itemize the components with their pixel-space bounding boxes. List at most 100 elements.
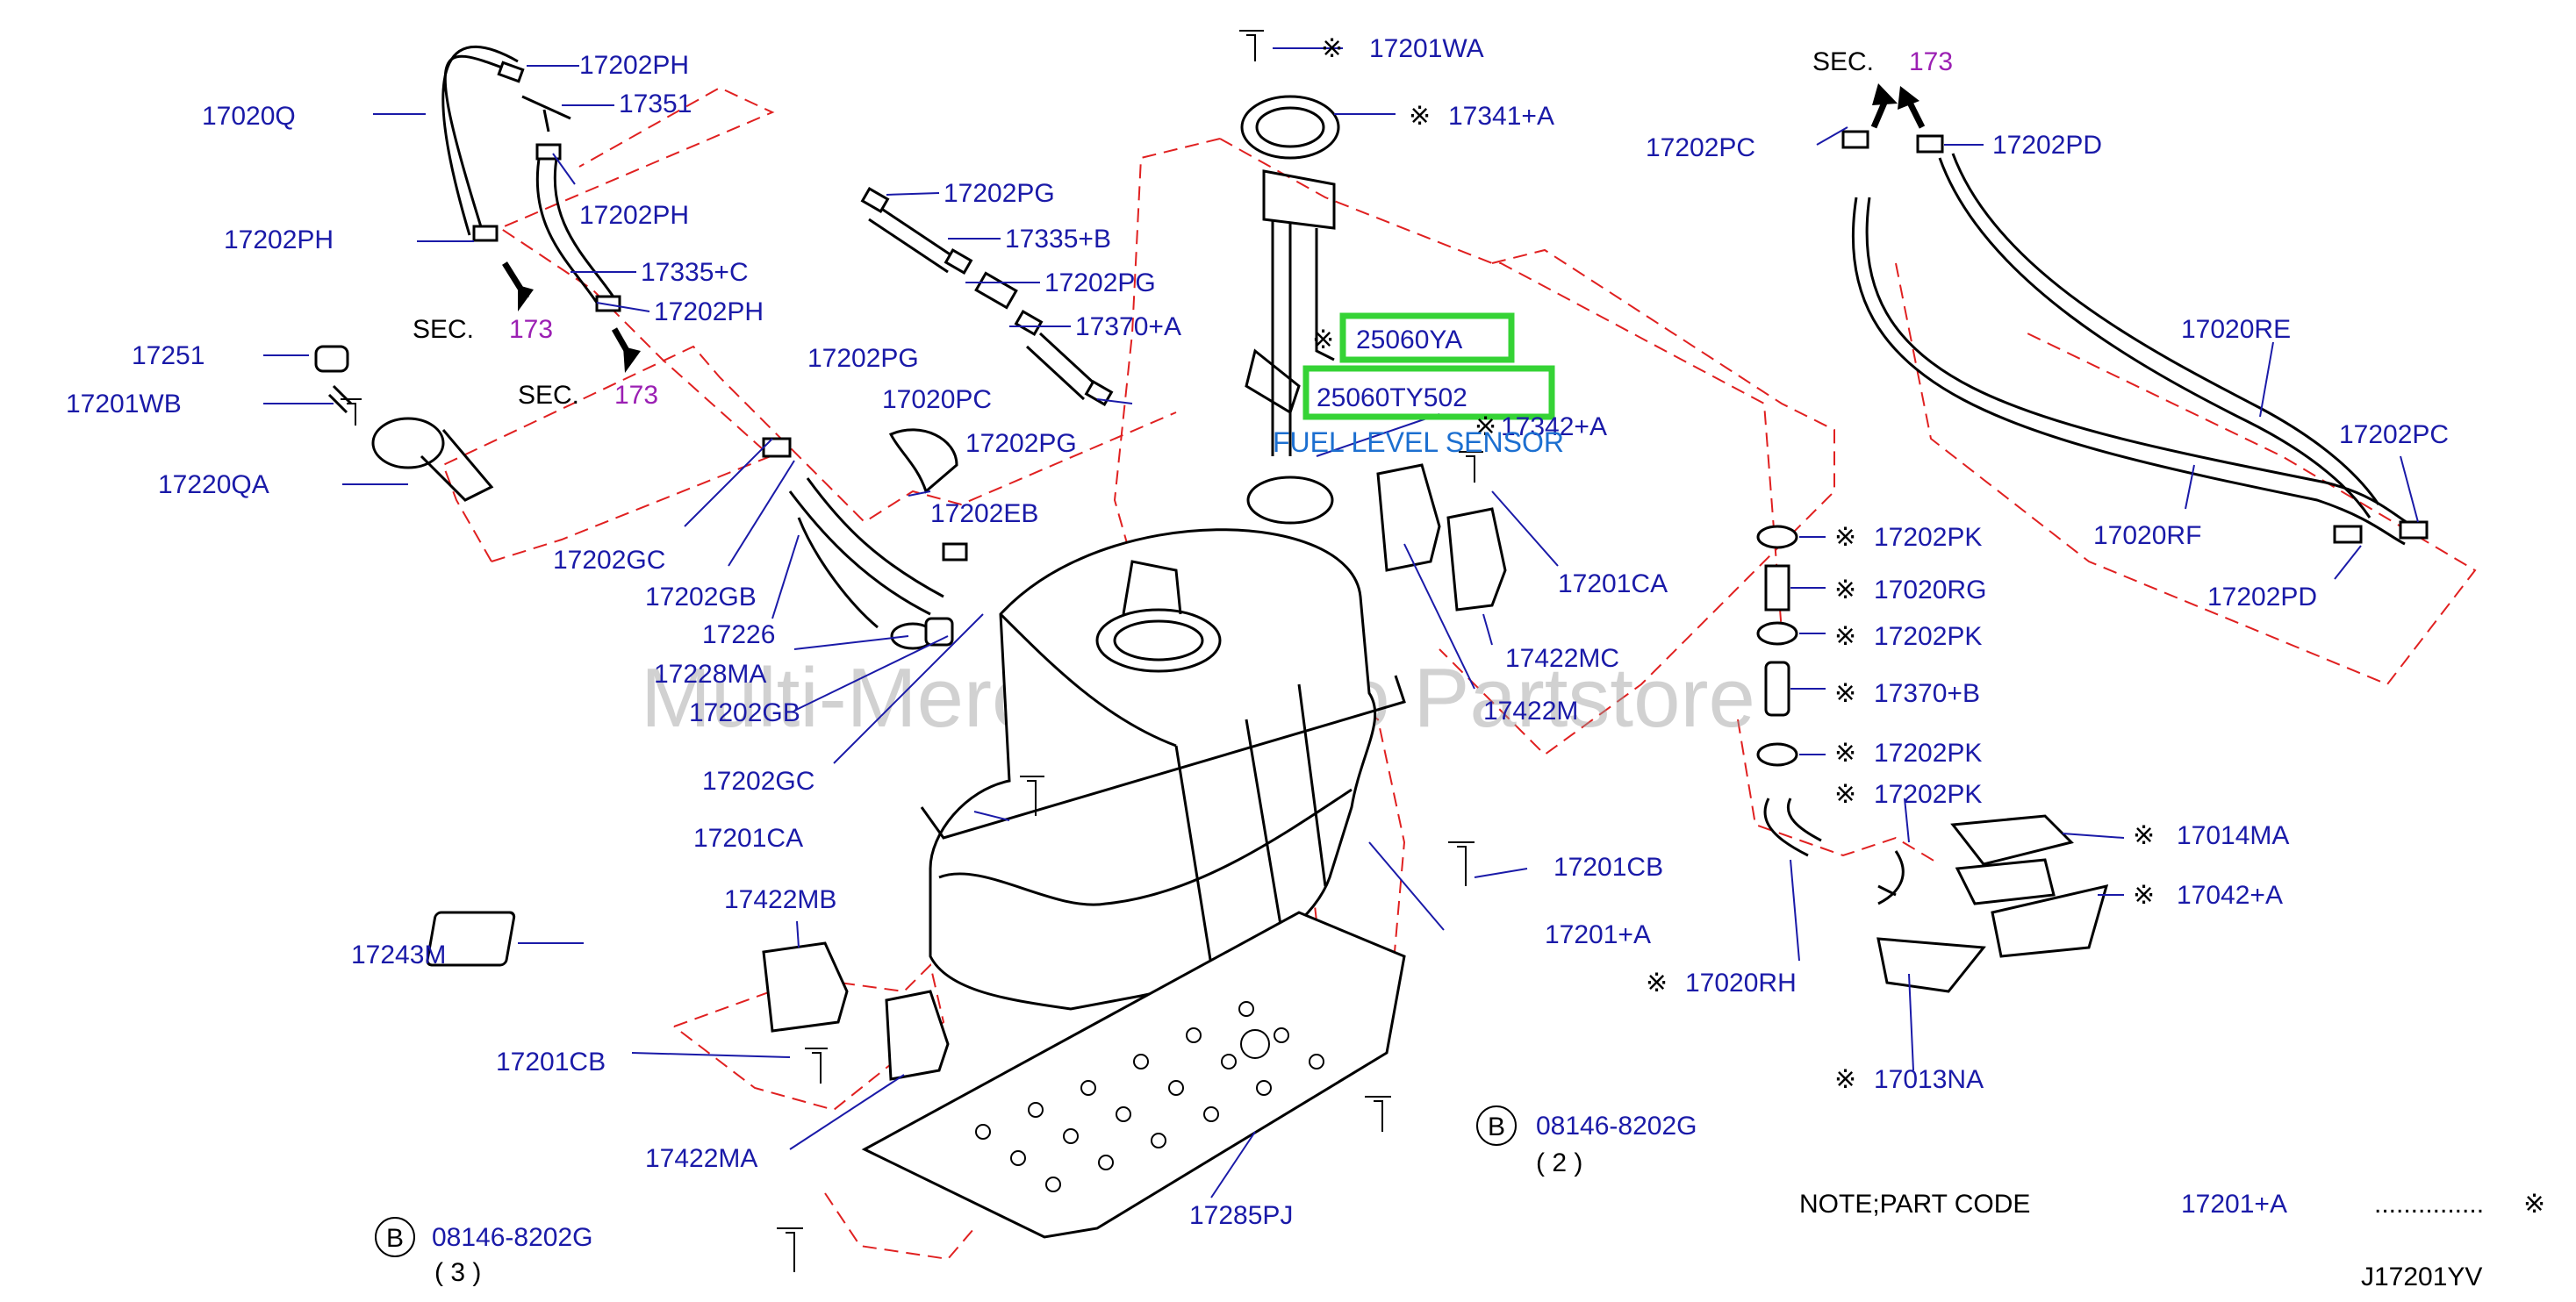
label-17202ph: 17202PH	[654, 297, 764, 326]
clamp-icon	[2399, 520, 2429, 540]
label-17201ca: 17201CA	[1558, 569, 1668, 598]
label-17020rg: 17020RG	[1874, 576, 1986, 604]
sec-label: SEC.	[413, 315, 474, 344]
label-17422m: 17422M	[1483, 697, 1578, 726]
label-17202pd: 17202PD	[2207, 583, 2317, 612]
leader-lines	[263, 47, 2419, 1198]
highlight-box-25060ty502	[1302, 365, 1555, 420]
note-footer: NOTE;PART CODE 17201+A ............... ※…	[1799, 1190, 2545, 1291]
reference-mark: ※	[1409, 102, 1431, 131]
reference-mark: ※	[1312, 326, 1334, 354]
clamp-icon	[942, 542, 968, 562]
reference-mark: ※	[2133, 821, 2155, 850]
hose-17020pc	[888, 428, 958, 494]
hose-17020re	[1851, 197, 2406, 546]
label-17285pj: 17285PJ	[1189, 1201, 1293, 1230]
label-17201wa: 17201WA	[1369, 34, 1484, 63]
label-17202ph: 17202PH	[224, 225, 334, 254]
bolt-icons	[341, 30, 1483, 1272]
label-17370b: 17370+B	[1874, 679, 1980, 708]
label-17202pk: 17202PK	[1874, 622, 1982, 651]
reference-mark: ※	[2523, 1190, 2545, 1219]
clamp-icon	[1014, 310, 1044, 336]
clamp-icon	[1841, 130, 1869, 149]
reference-mark: ※	[1834, 1065, 1856, 1094]
label-17422ma: 17422MA	[645, 1144, 757, 1173]
clamp-icon	[924, 617, 954, 647]
label-17243m: 17243M	[351, 941, 446, 969]
pump-bracket	[1991, 884, 2109, 958]
clamp-icon	[2333, 525, 2363, 544]
label-17202pk: 17202PK	[1874, 739, 1982, 768]
bolt-ref-qty: ( 2 )	[1536, 1148, 1582, 1177]
clamp-icon	[944, 248, 973, 275]
bolt-ref-letter: B	[1488, 1112, 1505, 1141]
label-17201a: 17201+A	[1545, 920, 1651, 949]
highlight-box-25060ya	[1339, 312, 1515, 363]
part-labels: 17202PH 17351 17020Q 17202PH 17202PH 173…	[66, 34, 2449, 1230]
bracket-17422mc	[1446, 507, 1507, 612]
reference-mark: ※	[1475, 412, 1496, 441]
label-17202pk: 17202PK	[1874, 780, 1982, 809]
reference-mark: ※	[2133, 881, 2155, 910]
fuel-filter-17014ma	[1950, 814, 2074, 866]
label-17422mb: 17422MB	[724, 885, 836, 914]
label-25060ty502: 25060TY502	[1317, 383, 1467, 412]
clamp-icon	[762, 437, 792, 458]
label-17202pg: 17202PG	[807, 344, 919, 373]
reference-mark: ※	[1834, 576, 1856, 604]
bolt-ref-letter: B	[386, 1224, 404, 1253]
label-fuel-level-sensor: FUEL LEVEL SENSOR	[1273, 426, 1564, 458]
clamp-icon	[860, 187, 890, 213]
sec-number: 173	[614, 381, 658, 410]
gasket-17342a	[1246, 476, 1334, 525]
note-part-code: 17201+A	[2181, 1190, 2287, 1219]
hose-17335b	[868, 204, 958, 274]
label-17202pg: 17202PG	[944, 179, 1055, 208]
label-17226: 17226	[702, 620, 775, 649]
label-17422mc: 17422MC	[1505, 644, 1619, 673]
fuel-pump-17042a	[1955, 858, 2056, 905]
filler-cap-17251	[314, 345, 349, 373]
sec-label: SEC.	[1812, 47, 1874, 76]
label-17020pc: 17020PC	[882, 385, 992, 414]
clamp-icon	[472, 225, 499, 242]
label-17228ma: 17228MA	[654, 660, 766, 689]
skid-plate-holes	[975, 1001, 1324, 1192]
reference-mark: ※	[1834, 739, 1856, 768]
bolt-callout-top: B 08146-8202G ( 2 )	[1476, 1105, 1697, 1177]
arrow-up-icon	[1905, 99, 1926, 129]
label-17202gc: 17202GC	[553, 546, 665, 575]
clamp-icon	[535, 143, 562, 161]
hose-17226	[788, 490, 931, 616]
bolt-ref-code: 08146-8202G	[1536, 1112, 1697, 1141]
bolt-callout-bottom: B 08146-8202G ( 3 )	[375, 1217, 593, 1287]
clamp-icon	[497, 61, 525, 83]
sec-number: 173	[509, 315, 553, 344]
label-17335c: 17335+C	[641, 258, 749, 287]
label-17014ma: 17014MA	[2177, 821, 2289, 850]
reference-mark: ※	[1646, 969, 1668, 998]
hose-17335c	[535, 153, 599, 304]
label-17220qa: 17220QA	[158, 470, 269, 499]
bracket-17422m	[1376, 463, 1441, 572]
sec-label: SEC.	[518, 381, 579, 410]
clamp-icon	[1756, 525, 1798, 549]
check-valve-17370a	[974, 271, 1018, 310]
label-17201cb: 17201CB	[1553, 853, 1663, 882]
label-17020rf: 17020RF	[2093, 521, 2201, 550]
label-17202pd: 17202PD	[1992, 131, 2102, 160]
label-17342a: 17342+A	[1501, 412, 1607, 441]
skid-plate-17285pj	[861, 911, 1406, 1239]
label-17202pg: 17202PG	[1044, 268, 1156, 297]
label-17042a: 17042+A	[2177, 881, 2283, 910]
reference-mark: ※	[1834, 780, 1856, 809]
label-17202gb: 17202GB	[645, 583, 757, 612]
label-17201ca: 17201CA	[693, 824, 803, 853]
label-25060ya: 25060YA	[1356, 326, 1462, 354]
reference-mark: ※	[1321, 34, 1343, 63]
clamp-icon	[1756, 742, 1798, 767]
label-17202pg: 17202PG	[965, 429, 1077, 458]
pad-17243m	[426, 911, 516, 967]
